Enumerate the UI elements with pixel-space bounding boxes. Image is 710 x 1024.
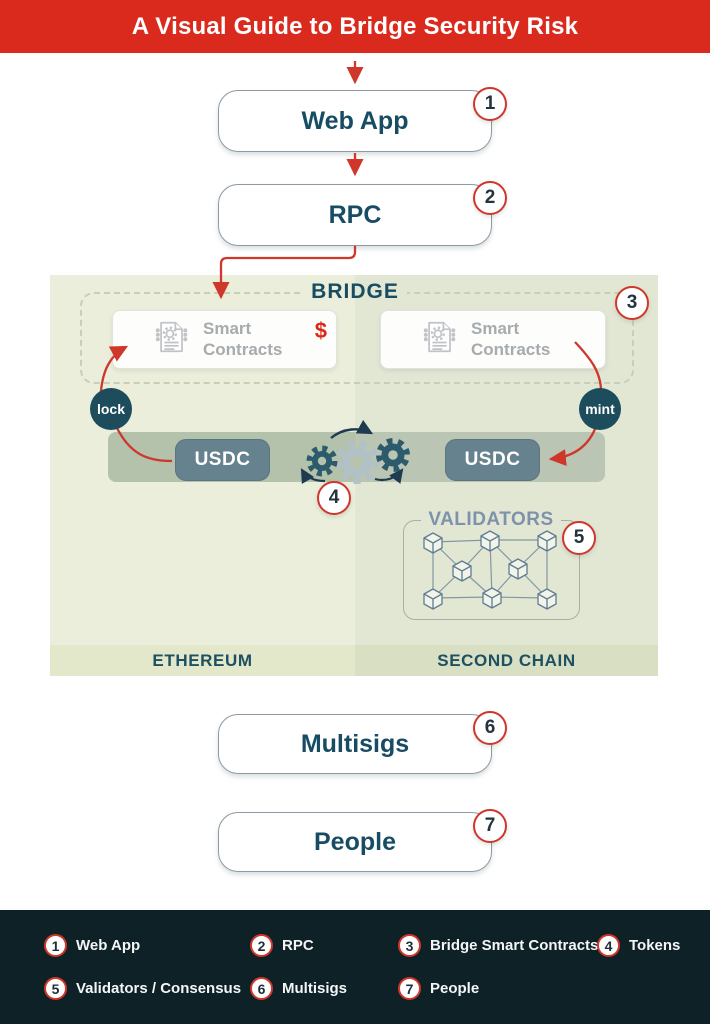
smart-contracts-left-label: Smart Contracts: [203, 319, 283, 359]
smart-contracts-left-node: Smart Contracts $: [112, 310, 337, 369]
multisigs-label: Multisigs: [300, 729, 410, 758]
legend-badge-5: 5: [44, 977, 67, 1000]
ethereum-strip: ETHEREUM: [50, 645, 355, 676]
legend-label-bridge-smart-contracts: Bridge Smart Contracts: [430, 937, 599, 954]
badge-6: 6: [473, 711, 507, 745]
people-label: People: [314, 827, 396, 856]
legend-item-rpc: 2 RPC: [250, 934, 314, 957]
smart-contracts-right-label: Smart Contracts: [471, 319, 551, 359]
legend-label-multisigs: Multisigs: [282, 980, 348, 997]
bridge-title: BRIDGE: [303, 280, 407, 304]
legend-item-tokens: 4 Tokens: [597, 934, 680, 957]
smart-contract-document-icon: [417, 315, 461, 364]
mint-badge: mint: [579, 388, 621, 430]
legend-label-rpc: RPC: [282, 937, 314, 954]
usdc-left-token: USDC: [175, 439, 270, 481]
badge-2: 2: [473, 181, 507, 215]
second-chain-label: SECOND CHAIN: [437, 650, 576, 670]
legend-badge-4: 4: [597, 934, 620, 957]
legend-item-bridge-smart-contracts: 3 Bridge Smart Contracts: [398, 934, 598, 957]
second-chain-strip: SECOND CHAIN: [355, 645, 658, 676]
legend-badge-1: 1: [44, 934, 67, 957]
web-app-label: Web App: [301, 106, 409, 135]
legend-label-tokens: Tokens: [629, 937, 681, 954]
legend-label-web-app: Web App: [76, 937, 141, 954]
rpc-node: RPC: [218, 184, 492, 246]
legend-item-people: 7 People: [398, 977, 479, 1000]
smart-contracts-right-node: Smart Contracts: [380, 310, 606, 369]
badge-4: 4: [317, 481, 351, 515]
web-app-node: Web App: [218, 90, 492, 152]
legend-label-people: People: [430, 980, 480, 997]
rpc-label: RPC: [328, 200, 382, 229]
legend-badge-3: 3: [398, 934, 421, 957]
legend-item-multisigs: 6 Multisigs: [250, 977, 347, 1000]
header-bar: A Visual Guide to Bridge Security Risk: [0, 0, 710, 53]
badge-1: 1: [473, 87, 507, 121]
badge-7: 7: [473, 809, 507, 843]
badge-5: 5: [562, 521, 596, 555]
badge-3: 3: [615, 286, 649, 320]
legend-badge-7: 7: [398, 977, 421, 1000]
multisigs-node: Multisigs: [218, 714, 492, 774]
lock-badge: lock: [90, 388, 132, 430]
legend-badge-6: 6: [250, 977, 273, 1000]
smart-contract-document-icon: [149, 315, 193, 364]
validators-label: VALIDATORS: [421, 509, 561, 531]
ethereum-label: ETHEREUM: [152, 650, 253, 670]
legend-badge-2: 2: [250, 934, 273, 957]
legend-label-validators-consensus: Validators / Consensus: [76, 980, 242, 997]
legend-item-web-app: 1 Web App: [44, 934, 140, 957]
legend-item-validators-consensus: 5 Validators / Consensus: [44, 977, 241, 1000]
people-node: People: [218, 812, 492, 872]
usdc-right-token: USDC: [445, 439, 540, 481]
validators-container: [403, 520, 580, 620]
legend-footer: 1 Web App 2 RPC 3 Bridge Smart Contracts…: [0, 910, 710, 1024]
page-title: A Visual Guide to Bridge Security Risk: [131, 12, 579, 40]
dollar-exploit-icon: $: [314, 318, 327, 343]
